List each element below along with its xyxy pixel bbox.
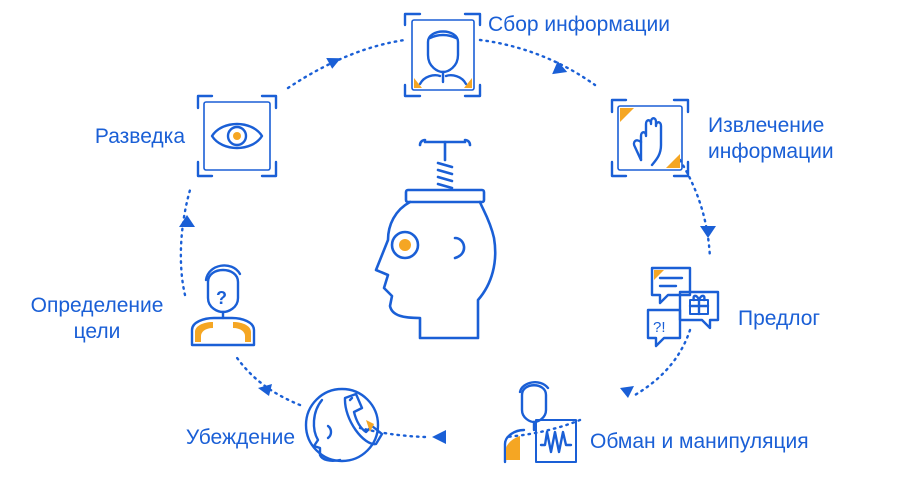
arrow-persuasion-to-target — [258, 384, 272, 396]
face-scan-accent — [414, 78, 472, 88]
chat-bubbles-accent — [654, 270, 664, 280]
arrow-recon-to-collect — [326, 57, 341, 69]
face-scan-icon — [403, 12, 482, 98]
stage-label-recon: Разведка — [94, 125, 185, 148]
phone-call-accent — [366, 420, 374, 432]
head-eye-icon — [390, 230, 420, 260]
cycle-path — [179, 38, 712, 439]
chat-question-glyph: ?! — [653, 319, 666, 336]
chat-bubbles-gift-icon — [646, 266, 720, 348]
arrow-pretext-to-deception — [620, 386, 634, 398]
stage-label-extract: Извлечение информации — [708, 114, 834, 163]
stage-label-persuasion: Убеждение — [185, 426, 295, 449]
hand-scan-icon — [610, 98, 690, 178]
stage-label-target: Определение цели — [30, 294, 164, 343]
stage-label-deception: Обман и манипуляция — [590, 430, 809, 453]
arrow-extract-to-pretext — [700, 226, 716, 238]
cycle-arrows — [179, 57, 716, 444]
eye-scan-icon — [196, 94, 278, 178]
person-question-accent — [195, 322, 251, 342]
head-with-corkscrew-icon — [374, 138, 497, 340]
person-polygraph-icon — [503, 381, 577, 464]
person-question-glyph: ? — [216, 288, 227, 308]
person-question-icon — [190, 264, 256, 347]
hand-scan-accent — [620, 108, 680, 168]
stage-label-pretext: Предлог — [738, 307, 821, 330]
arrow-target-to-recon — [179, 215, 195, 227]
stage-label-collect: Сбор информации — [488, 13, 670, 36]
arrow-deception-to-persuasion — [432, 430, 446, 444]
eye-scan-accent — [233, 132, 241, 140]
person-polygraph-accent — [506, 436, 520, 460]
arrow-collect-to-extract — [552, 61, 568, 75]
